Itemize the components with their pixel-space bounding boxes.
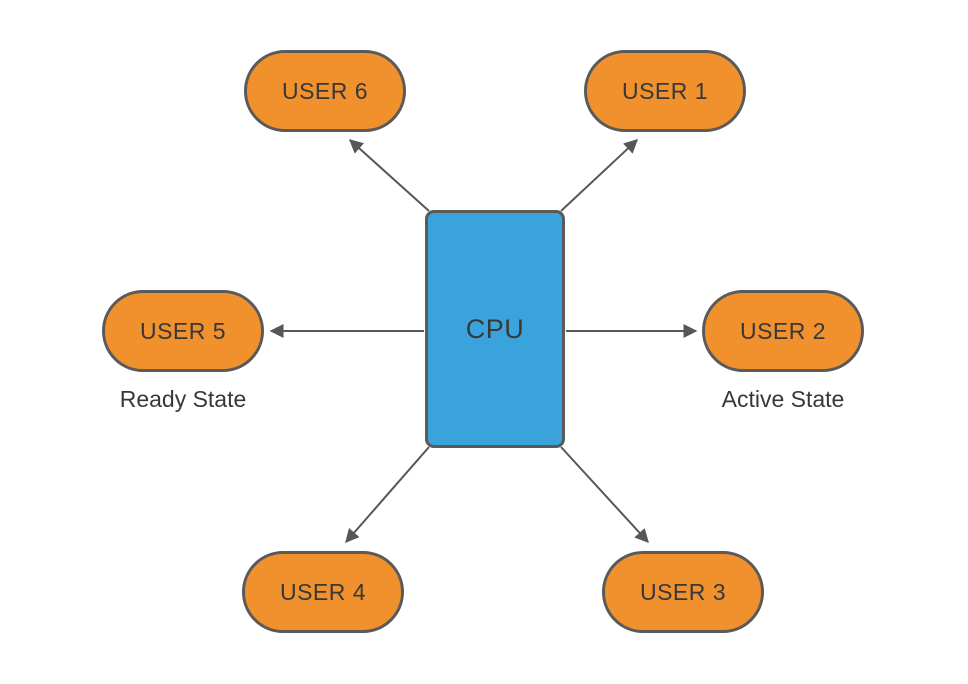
arrow-cpu-to-user-3 <box>560 446 649 544</box>
node-user-5: USER 5 <box>102 290 264 372</box>
node-user-5-label: USER 5 <box>139 317 227 344</box>
node-user-6: USER 6 <box>244 50 406 132</box>
arrow-cpu-to-user-4 <box>345 446 430 544</box>
arrow-cpu-to-user-1 <box>560 139 639 212</box>
ready-state-label: Ready State <box>119 386 247 412</box>
node-cpu-label: CPU <box>465 313 525 344</box>
node-user-1-label: USER 1 <box>621 77 709 104</box>
node-user-3-label: USER 3 <box>639 578 727 605</box>
node-user-1: USER 1 <box>584 50 746 132</box>
node-cpu: CPU <box>425 210 565 448</box>
node-user-4-label: USER 4 <box>279 578 367 605</box>
node-user-3: USER 3 <box>602 551 764 633</box>
active-state-label: Active State <box>721 386 845 412</box>
node-user-6-label: USER 6 <box>281 77 369 104</box>
node-user-2: USER 2 <box>702 290 864 372</box>
node-user-2-label: USER 2 <box>739 317 827 344</box>
arrow-cpu-to-user-6 <box>348 139 430 212</box>
node-user-4: USER 4 <box>242 551 404 633</box>
